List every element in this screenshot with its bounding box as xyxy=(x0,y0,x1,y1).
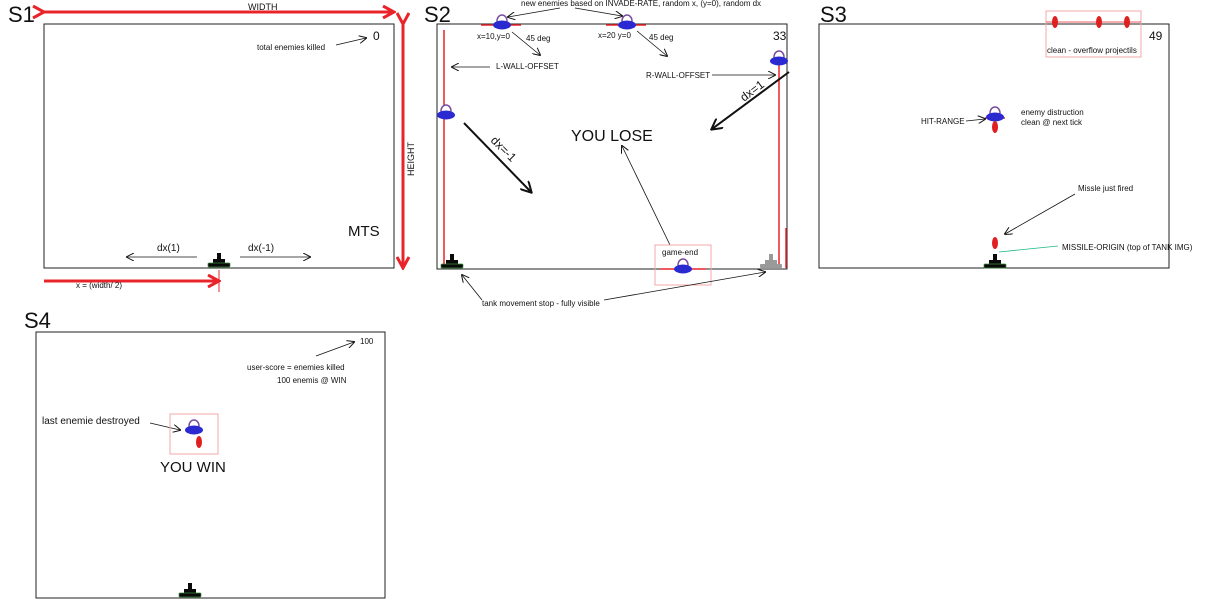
missile-icon xyxy=(992,237,998,249)
game-frame xyxy=(35,331,386,599)
score-value: 100 xyxy=(360,337,374,346)
note-arrow-right xyxy=(574,7,622,16)
mts-label: MTS xyxy=(348,223,380,240)
you-lose-text: YOU LOSE xyxy=(571,128,653,145)
enemy-icon xyxy=(436,104,456,121)
last-enemy-box xyxy=(169,413,219,455)
angle-1: 45 deg xyxy=(526,34,550,43)
spawn-dir-2 xyxy=(636,30,667,56)
dx-neg-label: dx=-1 xyxy=(488,133,520,165)
height-label: HEIGHT xyxy=(406,141,416,176)
overflow-box xyxy=(1045,10,1142,58)
scene-label: S2 xyxy=(424,2,451,27)
missile-origin-line xyxy=(998,245,1059,253)
scene-s1: S1 WIDTH HEIGHT 0 total enemies killed M… xyxy=(8,2,416,292)
game-frame xyxy=(436,23,788,270)
score-value: 49 xyxy=(1149,29,1163,43)
score-note-2: 100 enemis @ WIN xyxy=(277,376,347,385)
tank-icon xyxy=(983,253,1007,269)
enemy-icon xyxy=(673,258,693,275)
scene-s4: S4 100 user-score = enemies killed 100 e… xyxy=(24,308,386,599)
you-win-text: YOU WIN xyxy=(160,459,226,476)
enemy-icon xyxy=(184,419,204,436)
spawn-dir-1 xyxy=(511,31,540,55)
scene-s2: S2 new enemies based on INVADE-RATE, ran… xyxy=(424,0,790,308)
scene-label: S1 xyxy=(8,2,35,27)
scene-label: S4 xyxy=(24,308,51,333)
note-arrow-left xyxy=(508,7,561,17)
game-end-arrow xyxy=(622,146,671,246)
missile-origin-label: MISSILE-ORIGIN (top of TANK IMG) xyxy=(1062,243,1193,252)
left-wall-label: L-WALL-OFFSET xyxy=(496,62,559,71)
score-arrow xyxy=(315,342,354,357)
enemy-icon xyxy=(617,14,637,31)
destruction-line-2: clean @ next tick xyxy=(1021,118,1083,127)
last-enemy-arrow xyxy=(149,422,180,430)
tank-stop-label: tank movement stop - fully visible xyxy=(482,299,600,308)
score-note-1: user-score = enemies killed xyxy=(247,363,345,372)
spawn-pos-1: x=10,y=0 xyxy=(477,32,510,41)
enemy-icon xyxy=(985,106,1005,123)
x-formula: x = (width/ 2) xyxy=(76,281,122,290)
score-value: 0 xyxy=(373,29,380,43)
missile-icon xyxy=(992,121,998,133)
game-frame xyxy=(818,23,1170,269)
missile-icon xyxy=(196,436,202,448)
tank-icon xyxy=(207,252,231,268)
angle-2: 45 deg xyxy=(649,33,673,42)
tank-stop-arrow-right xyxy=(603,272,765,301)
dx-right-label: dx(-1) xyxy=(248,243,274,254)
last-enemy-label: last enemie destroyed xyxy=(42,416,140,427)
missile-icon xyxy=(1052,16,1058,28)
game-end-label: game-end xyxy=(662,248,698,257)
destruction-line-1: enemy distruction xyxy=(1021,108,1084,117)
scene-label: S3 xyxy=(820,2,847,27)
hit-range-label: HIT-RANGE xyxy=(921,117,965,126)
missile-fired-arrow xyxy=(1005,193,1076,234)
hit-range-arrow xyxy=(965,119,985,121)
dx-neg-arrow xyxy=(463,122,531,192)
new-enemies-note: new enemies based on INVADE-RATE, random… xyxy=(521,0,761,8)
dx-left-label: dx(1) xyxy=(157,243,180,254)
spawn-pos-2: x=20 y=0 xyxy=(598,31,631,40)
dx-pos-arrow xyxy=(712,71,790,129)
missile-fired-label: Missle just fired xyxy=(1078,184,1133,193)
game-end-box xyxy=(654,244,712,286)
score-note-arrow xyxy=(335,38,366,46)
width-label: WIDTH xyxy=(248,2,278,12)
scene-s3: S3 49 clean - overflow projectils HIT-RA… xyxy=(818,2,1193,269)
game-frame xyxy=(43,23,395,269)
missile-icon xyxy=(1096,16,1102,28)
enemy-icon xyxy=(769,50,789,67)
tank-stop-arrow-left xyxy=(462,275,483,301)
missile-icon xyxy=(1124,16,1130,28)
score-value: 33 xyxy=(773,29,787,43)
tank-icon xyxy=(178,582,202,598)
clean-note: clean - overflow projectils xyxy=(1047,46,1137,55)
score-note: total enemies killed xyxy=(257,43,325,52)
right-wall-label: R-WALL-OFFSET xyxy=(646,71,710,80)
